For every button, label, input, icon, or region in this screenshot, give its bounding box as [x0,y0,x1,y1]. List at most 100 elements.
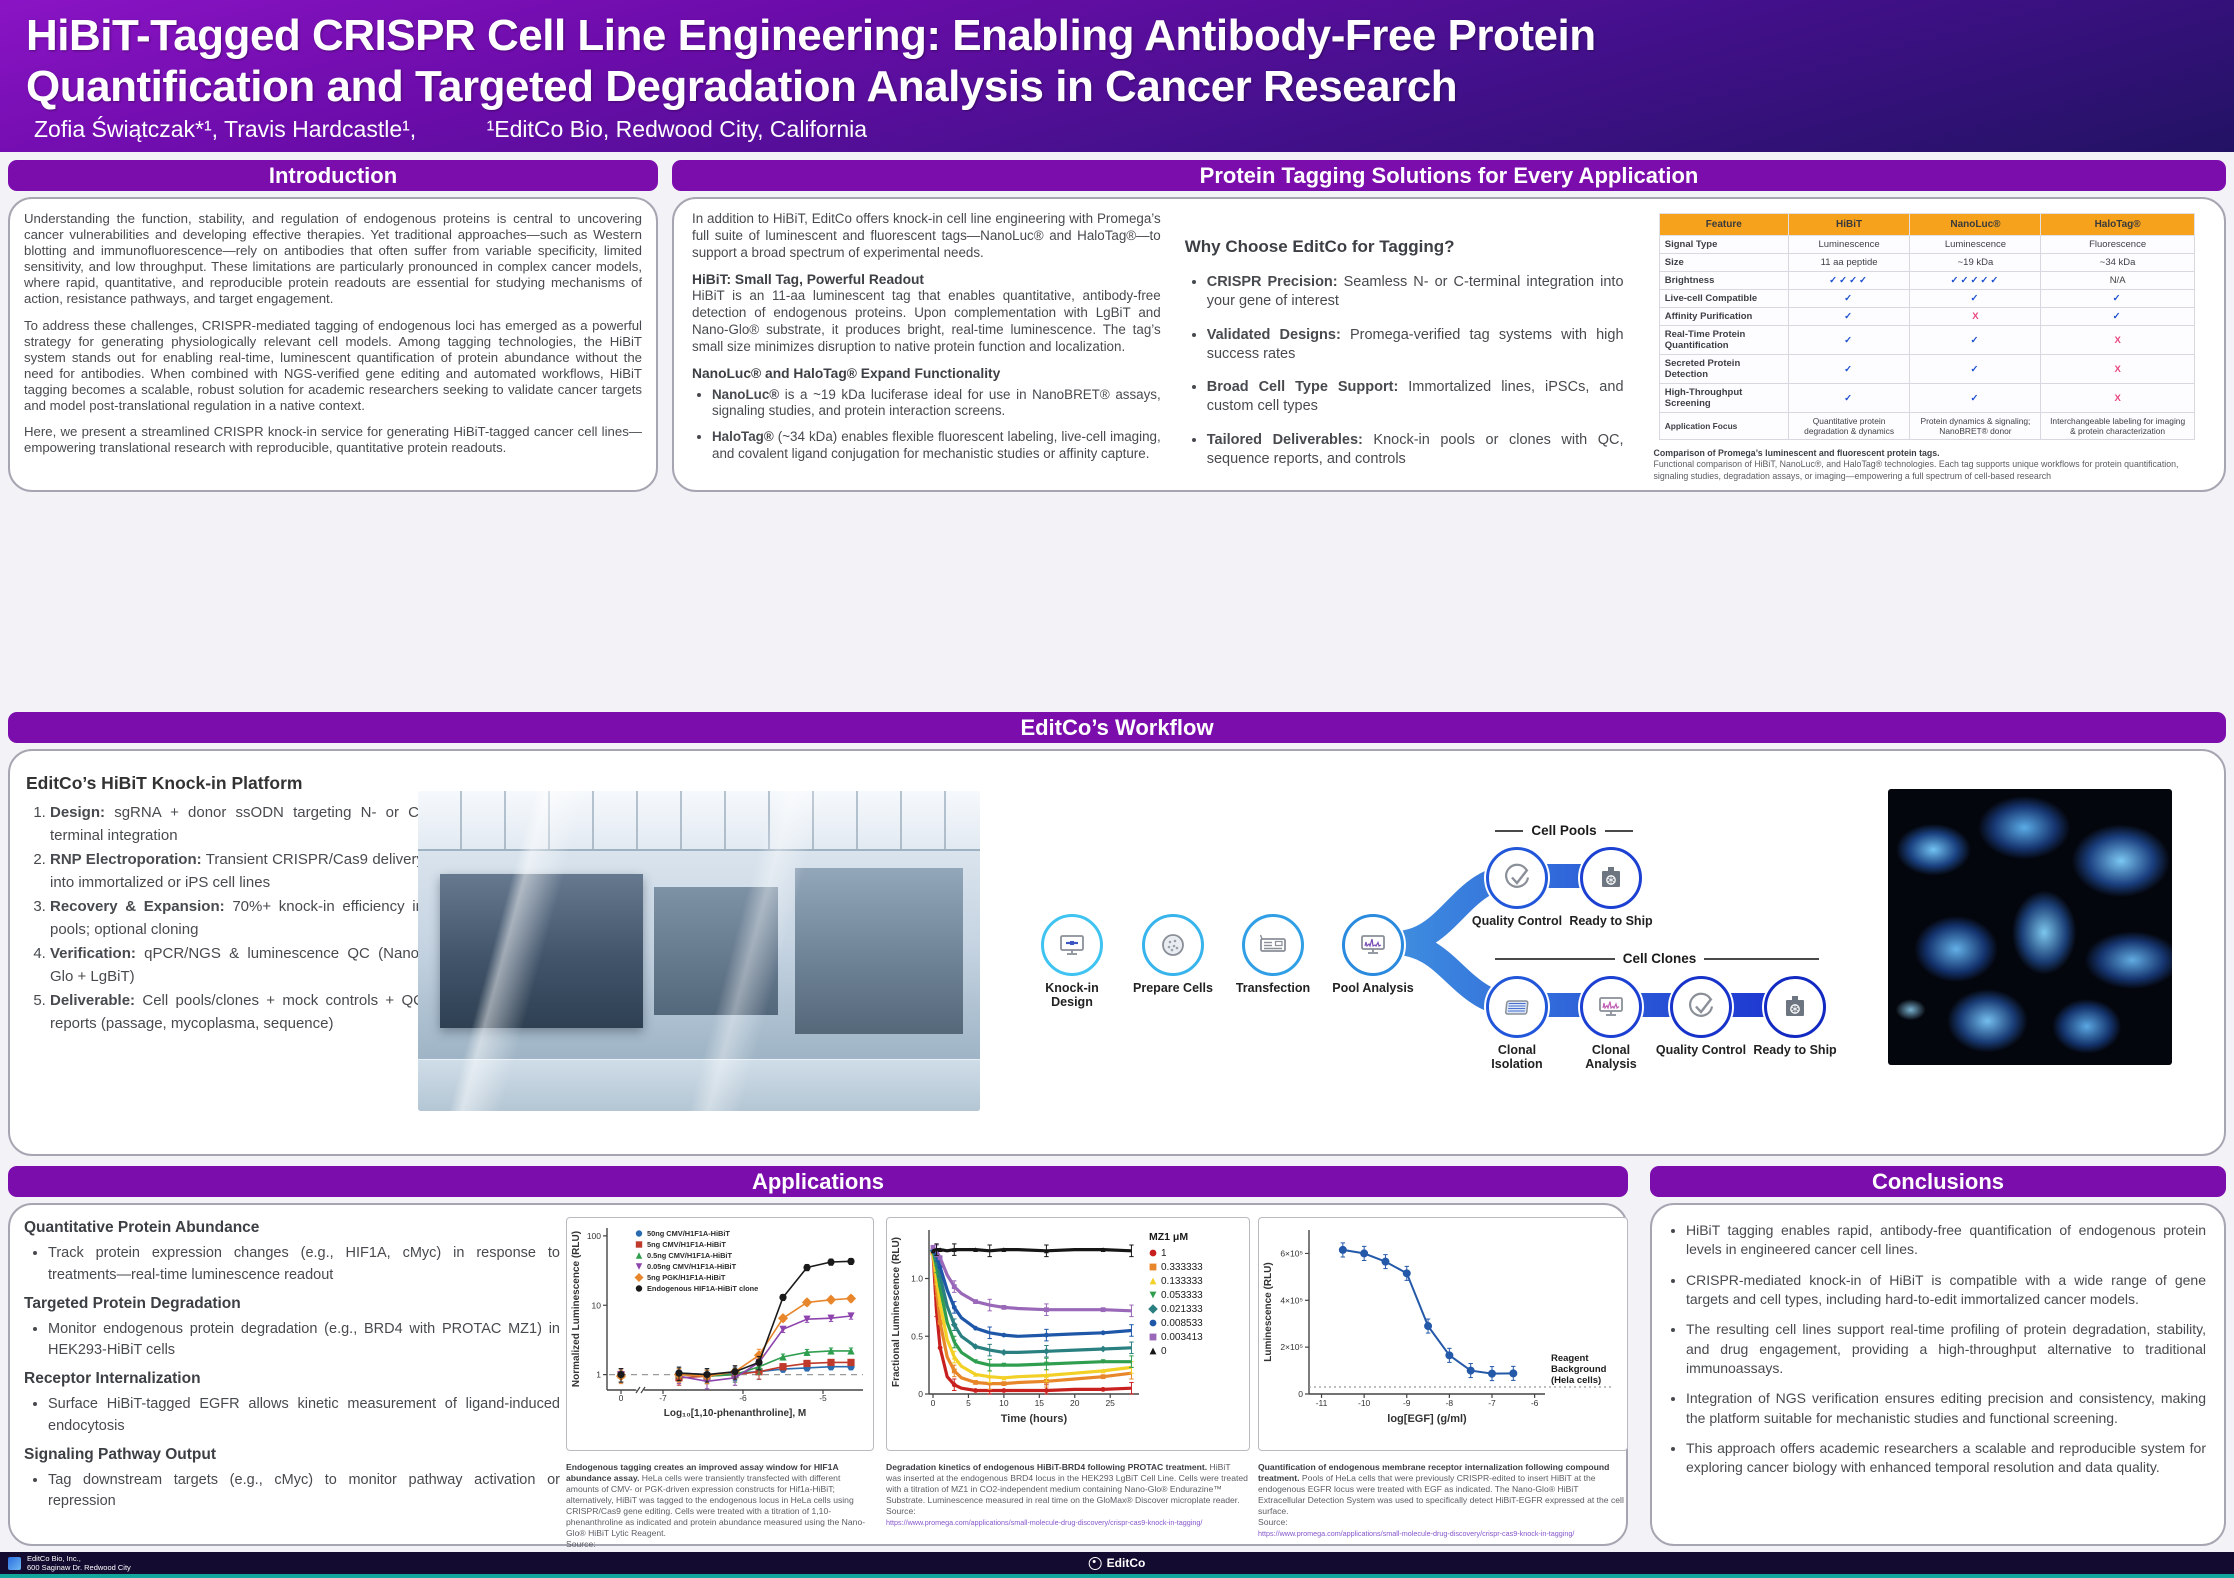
why-bullet-bold: Tailored Deliverables: [1206,432,1363,449]
feature-cell: Application Focus [1658,412,1789,440]
check-icon: ✓ [2112,311,2123,322]
introduction-title: Introduction [268,162,398,188]
why-bullet: Tailored Deliverables: Knock-in pools or… [1207,431,1624,469]
table-row: Secreted Protein Detection✓✓X [1658,354,2195,384]
source-link[interactable]: https://www.promega.com/applications/sma… [1258,1529,1575,1538]
expand-bullet: NanoLuc® is a ~19 kDa luciferase ideal f… [712,387,1161,421]
expand-bullet-bold: NanoLuc® [712,386,780,402]
feature-cell: Affinity Purification [1658,307,1789,326]
svg-text:MZ1 μM: MZ1 μM [1149,1231,1188,1243]
svg-text:Endogenous HIF1A-HiBiT clone: Endogenous HIF1A-HiBiT clone [647,1284,758,1293]
svg-text:0: 0 [1298,1389,1303,1399]
svg-text:0.5ng CMV/H1F1A-HiBiT: 0.5ng CMV/H1F1A-HiBiT [647,1251,732,1260]
workflow-section-bar: EditCo’s Workflow [8,712,2226,743]
check-icon: ✓ [1859,275,1870,286]
workflow-node: Transfection [1227,914,1319,995]
value-cell: ✓✓✓✓✓ [1909,271,2042,290]
svg-text:log[EGF] (g/ml): log[EGF] (g/ml) [1387,1413,1467,1425]
svg-text:15: 15 [1035,1398,1045,1408]
svg-text:-6: -6 [1531,1398,1539,1408]
platform-step: RNP Electroporation: Transient CRISPR/Ca… [50,849,424,894]
lab-glass-reflection [418,791,980,1111]
workflow-node: Knock-in Design [1026,914,1118,1010]
application-bullet: Tag downstream targets (e.g., cMyc) to m… [48,1470,560,1514]
value-cell: ~19 kDa [1909,253,2042,272]
table-caption-bold: Comparison of Promega’s luminescent and … [1653,448,1940,458]
why-bullet-text: Knock-in pools or clones with QC, sequen… [1206,432,1624,467]
feature-cell: Secreted Protein Detection [1658,354,1789,384]
editco-footer-logo-icon [8,1556,21,1570]
source-label: Source: [1258,1517,1288,1527]
poster-header: HiBiT-Tagged CRISPR Cell Line Engineerin… [0,0,2234,152]
application-heading: Receptor Internalization [24,1370,201,1387]
svg-text:0: 0 [1161,1346,1167,1357]
cleanroom-lab-photo [418,791,980,1111]
why-bullet-text: Immortalized lines, iPSCs, and custom ce… [1206,379,1624,415]
svg-text:5ng PGK/H1F1A-HiBiT: 5ng PGK/H1F1A-HiBiT [647,1273,726,1282]
application-heading: Targeted Protein Degradation [24,1294,241,1312]
authors: Zofia Świątczak*¹, Travis Hardcastle¹, [34,116,417,143]
tagging-intro-text: In addition to HiBiT, EditCo offers knoc… [692,211,1161,260]
value-cell: ✓ [1787,325,1911,355]
affiliation: ¹EditCo Bio, Redwood City, California [486,116,868,143]
svg-text:0.05ng CMV/H1F1A-HiBiT: 0.05ng CMV/H1F1A-HiBiT [647,1262,737,1271]
source-link[interactable]: https://www.promega.com/applications/sma… [886,1518,1203,1527]
workflow-node: Ready to Ship [1749,976,1841,1057]
poster-footer: EditCo Bio, Inc., 600 Saginaw Dr. Redwoo… [0,1552,2234,1574]
caption-bold: Quantification of endogenous membrane re… [1258,1462,1610,1483]
svg-text:10: 10 [592,1300,602,1310]
check-icon: ✓ [1844,334,1855,346]
why-bullet: CRISPR Precision: Seamless N- or C-termi… [1207,273,1624,311]
svg-text:-6: -6 [739,1393,747,1403]
pool-analysis-icon [1342,914,1404,976]
workflow-panel: EditCo’s HiBiT Knock-in Platform Design:… [8,749,2226,1156]
table-row: Brightness✓✓✓✓✓✓✓✓✓N/A [1658,271,2195,290]
svg-text:0: 0 [619,1393,624,1403]
svg-text:50ng CMV/H1F1A-HiBiT: 50ng CMV/H1F1A-HiBiT [647,1229,730,1238]
value-cell: ✓ [1787,354,1911,384]
expand-bullet-bold: HaloTag® [712,429,774,445]
platform-step-bold: Deliverable: [50,992,136,1009]
introduction-paragraph: Understanding the function, stability, a… [24,211,642,307]
platform-step-text: Transient CRISPR/Cas9 delivery into immo… [50,851,425,891]
applications-panel: Quantitative Protein AbundanceTrack prot… [8,1203,1628,1571]
caption-body: HiBiT was inserted at the endogenous BRD… [886,1462,1248,1505]
application-bullets: Monitor endogenous protein degradation (… [24,1319,560,1363]
platform-step-bold: Verification: [50,945,136,962]
workflow-node: Quality Control [1471,847,1563,928]
platform-step: Verification: qPCR/NGS & luminescence QC… [50,943,424,988]
svg-text:1.0: 1.0 [911,1274,923,1284]
check-icon: ✓ [1950,275,1961,286]
cell-clones-label: Cell Clones [1457,951,1857,966]
tagging-section-bar: Protein Tagging Solutions for Every Appl… [672,160,2226,191]
check-icon: ✓ [1844,293,1855,304]
cross-icon: X [2114,334,2121,346]
footer-company: EditCo Bio, Inc., [27,1554,81,1563]
value-cell: ✓ [1787,383,1911,413]
expand-bullet: HaloTag® (~34 kDa) enables flexible fluo… [712,429,1161,463]
svg-text:0.021333: 0.021333 [1161,1304,1203,1315]
footer-address: EditCo Bio, Inc., 600 Saginaw Dr. Redwoo… [27,1554,131,1572]
caption-bold: Degradation kinetics of endogenous HiBiT… [886,1462,1208,1472]
application-bullets: Tag downstream targets (e.g., cMyc) to m… [24,1470,560,1514]
source-label: Source: [566,1539,596,1549]
svg-text:0.333333: 0.333333 [1161,1262,1203,1273]
workflow-node-label: Transfection [1235,981,1311,995]
value-cell: X [2040,383,2195,413]
platform-step-text: sgRNA + donor ssODN targeting N- or C-te… [50,804,424,844]
introduction-panel: Understanding the function, stability, a… [8,197,658,492]
table-header-cell: NanoLuc® [1909,213,2042,236]
applications-section-bar: Applications [8,1166,1628,1197]
workflow-node: Clonal Analysis [1565,976,1657,1072]
svg-text:0.053333: 0.053333 [1161,1290,1203,1301]
footer-brand: EditCo [1088,1556,1145,1570]
check-icon: ✓ [1970,392,1981,404]
check-icon: ✓ [2112,293,2123,304]
check-icon: ✓ [1844,311,1855,322]
check-icon: ✓ [1849,275,1860,286]
feature-cell: Size [1658,253,1789,272]
